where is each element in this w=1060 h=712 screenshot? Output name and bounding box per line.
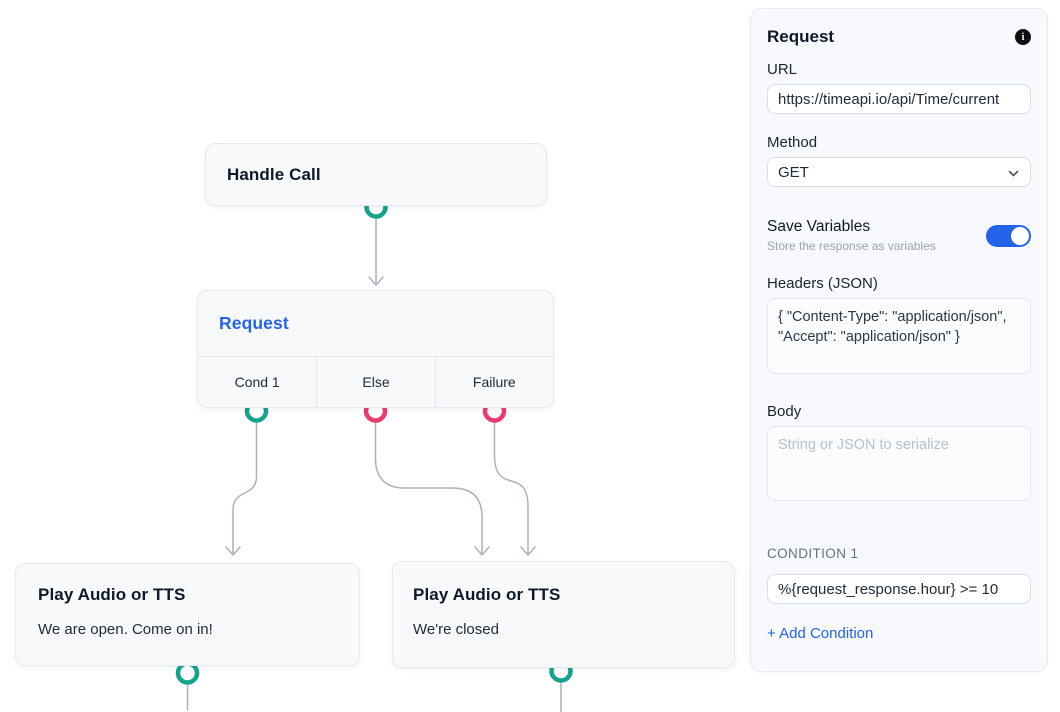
save-variables-text: Save Variables Store the response as var… <box>767 218 936 253</box>
add-condition-link[interactable]: + Add Condition <box>767 625 874 642</box>
headers-textarea[interactable]: { "Content-Type": "application/json", "A… <box>767 298 1031 374</box>
condition-1-label: CONDITION 1 <box>767 546 859 561</box>
headers-label: Headers (JSON) <box>767 275 878 292</box>
output-label-else: Else <box>316 357 434 407</box>
condition-1-input[interactable] <box>767 574 1031 604</box>
node-subtitle: We are open. Come on in! <box>38 621 213 638</box>
panel-title: Request <box>767 27 835 46</box>
flow-canvas[interactable]: Handle Call Request Cond 1 Else Failure … <box>0 0 750 712</box>
node-play-audio-open[interactable]: Play Audio or TTS We are open. Come on i… <box>15 563 360 666</box>
edge-failure-playclosed <box>493 421 536 556</box>
node-title: Play Audio or TTS <box>38 585 186 604</box>
edge-handlecall-request <box>368 217 384 286</box>
play-open-output-port[interactable] <box>175 661 200 685</box>
node-request[interactable]: Request Cond 1 Else Failure <box>197 290 554 408</box>
url-input[interactable] <box>767 84 1031 114</box>
info-icon[interactable]: i <box>1015 29 1031 45</box>
toggle-knob <box>1011 226 1029 245</box>
node-title: Request <box>219 313 289 333</box>
properties-panel: Request i URL Method GET Save Variables … <box>750 8 1048 672</box>
node-play-audio-closed[interactable]: Play Audio or TTS We're closed <box>392 561 735 668</box>
save-variables-description: Store the response as variables <box>767 239 936 253</box>
edge-else-playclosed <box>374 421 490 556</box>
node-subtitle: We're closed <box>413 621 499 638</box>
body-textarea[interactable] <box>767 426 1031 501</box>
panel-header: Request i <box>767 27 1031 47</box>
body-label: Body <box>767 403 802 420</box>
output-label-cond1: Cond 1 <box>234 374 280 390</box>
node-title: Play Audio or TTS <box>413 585 561 604</box>
url-label: URL <box>767 61 798 78</box>
save-variables-label: Save Variables <box>767 218 871 235</box>
chevron-down-icon <box>1008 170 1019 177</box>
node-request-header: Request <box>198 291 553 356</box>
method-value: GET <box>778 163 809 181</box>
save-variables-toggle[interactable] <box>986 224 1031 247</box>
method-select[interactable]: GET <box>767 157 1031 187</box>
method-label: Method <box>767 134 818 151</box>
save-variables-row: Save Variables Store the response as var… <box>767 218 1031 253</box>
node-handle-call[interactable]: Handle Call <box>205 143 547 206</box>
node-request-outputs: Cond 1 Else Failure <box>198 356 553 407</box>
output-label-failure: Failure <box>434 357 553 407</box>
node-title: Handle Call <box>227 164 321 184</box>
edge-cond1-playopen <box>225 421 258 556</box>
